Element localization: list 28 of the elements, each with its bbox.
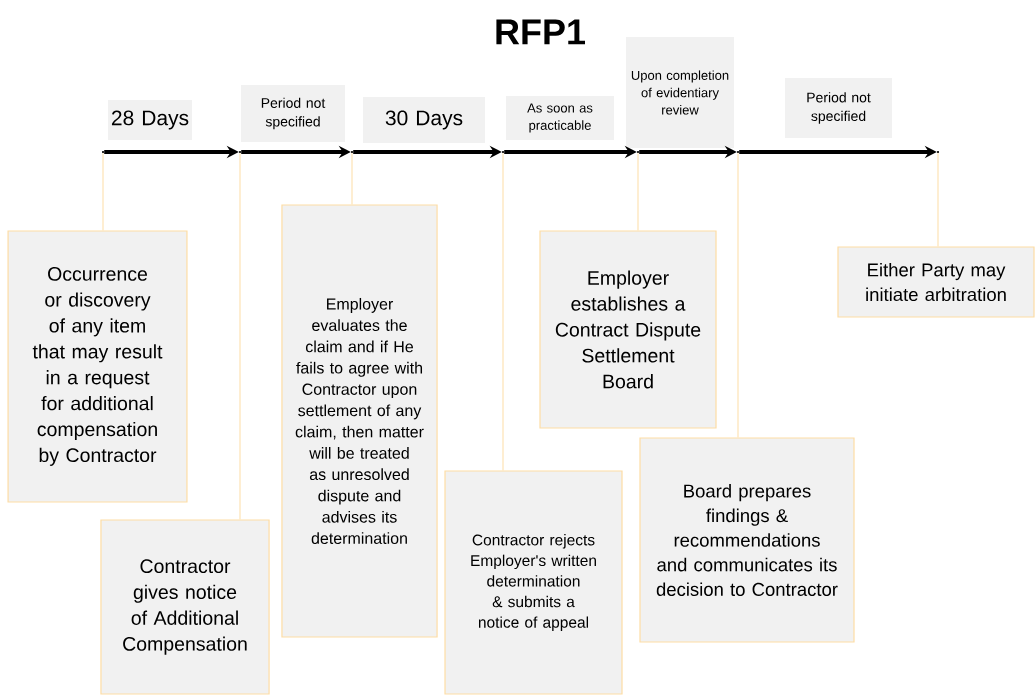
- leader-line: [239, 152, 241, 520]
- period-label: Upon completion of evidentiary review: [626, 37, 734, 148]
- event-box: Contractor rejects Employer's written determination & submits a notice of appeal: [444, 470, 623, 695]
- timeline-point: [637, 151, 639, 153]
- title: RFP1: [496, 19, 585, 45]
- event-box: Either Party may initiate arbitration: [837, 246, 1035, 318]
- leader-line: [737, 152, 739, 438]
- timeline-point: [239, 151, 241, 153]
- period-label: 30 Days: [363, 97, 485, 143]
- timeline-point: [502, 151, 504, 153]
- period-label: Period not specified: [785, 78, 892, 138]
- event-box: Employer evaluates the claim and if He fails to agree with Contractor upon settlement of any claim, then matter will be treated as unresolved dispute and advises its determination: [281, 204, 438, 638]
- timeline-point: [737, 151, 739, 153]
- leader-line: [502, 152, 504, 471]
- event-box: Occurrence or discovery of any item that may result in a request for additional compensation by Contractor: [7, 230, 188, 503]
- timeline-point: [351, 151, 353, 153]
- event-box: Employer establishes a Contract Dispute Settlement Board: [539, 230, 717, 429]
- leader-line: [937, 152, 939, 247]
- timeline-point: [102, 151, 104, 153]
- period-label: As soon as practicable: [506, 96, 614, 140]
- leader-line: [102, 152, 104, 231]
- leader-line: [351, 152, 353, 205]
- period-label: Period not specified: [241, 85, 345, 142]
- event-box: Board prepares findings & recommendations and communicates its decision to Contractor: [639, 437, 855, 643]
- leader-line: [637, 152, 639, 231]
- timeline-point: [937, 151, 939, 153]
- event-box: Contractor gives notice of Additional Compensation: [100, 519, 270, 695]
- period-label: 28 Days: [108, 100, 192, 140]
